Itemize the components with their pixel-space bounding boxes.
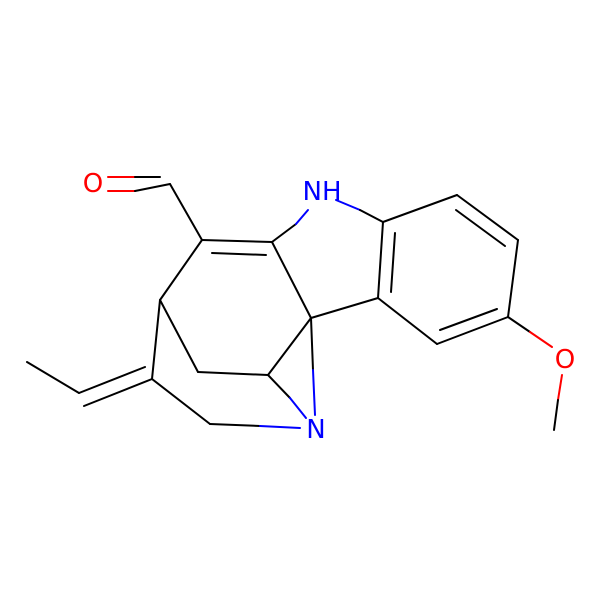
bond-ch-ch2 xyxy=(197,371,269,376)
bond-ar-2-inner xyxy=(455,209,506,247)
bond-ar-1 xyxy=(382,194,458,223)
bond-ome-me xyxy=(557,374,563,401)
bond-ar-4 xyxy=(436,316,509,345)
bond-cho-c xyxy=(169,183,203,241)
bond-ch-n-b xyxy=(289,397,307,419)
bond-bh-c xyxy=(159,239,203,301)
bond-ar-4-inner xyxy=(439,308,498,331)
bond-ome-me-b xyxy=(553,399,559,431)
bond-ar-3 xyxy=(507,239,519,318)
bond-c-nh-b xyxy=(295,209,309,225)
bond-quat-n-b xyxy=(312,369,316,416)
bond-ar-6 xyxy=(377,221,384,299)
bond-ar-ome-b xyxy=(529,331,553,348)
bond-eth-double-2 xyxy=(78,366,146,394)
bond-c-quat xyxy=(271,241,312,319)
bond-ch2-bh xyxy=(159,299,199,373)
bond-cc-double-1 xyxy=(201,239,273,243)
atom-nitrogen-bridge: N xyxy=(306,415,325,445)
bond-ar-ome xyxy=(507,316,531,333)
bond-cc-double-2 xyxy=(211,252,267,256)
bond-eth-double-1 xyxy=(83,378,153,407)
atom-nitrogen-h: NH xyxy=(303,177,342,207)
bond-ar-5 xyxy=(377,297,438,345)
bond-ar-6-inner xyxy=(390,232,396,293)
bond-ar-2 xyxy=(456,194,519,241)
bond-nh-ar-b xyxy=(359,209,384,223)
bond-ch2-n-b xyxy=(259,425,301,429)
bond-quat-ch xyxy=(267,317,312,376)
bond-quat-n xyxy=(310,317,314,371)
atom-oxygen-ether: O xyxy=(555,345,575,375)
bond-eth-me xyxy=(26,361,80,394)
bond-bh-eth xyxy=(151,299,161,380)
bond-ch2-n xyxy=(209,423,261,427)
bond-aldehyde-co-2b xyxy=(134,183,171,192)
atom-oxygen-aldehyde: O xyxy=(83,169,103,199)
bond-c-nh xyxy=(271,223,297,243)
bond-ar-quat xyxy=(310,297,379,319)
bond-nh-ar xyxy=(335,199,361,211)
bond-ch-n xyxy=(267,374,291,399)
bond-eth-ch2 xyxy=(151,378,211,425)
